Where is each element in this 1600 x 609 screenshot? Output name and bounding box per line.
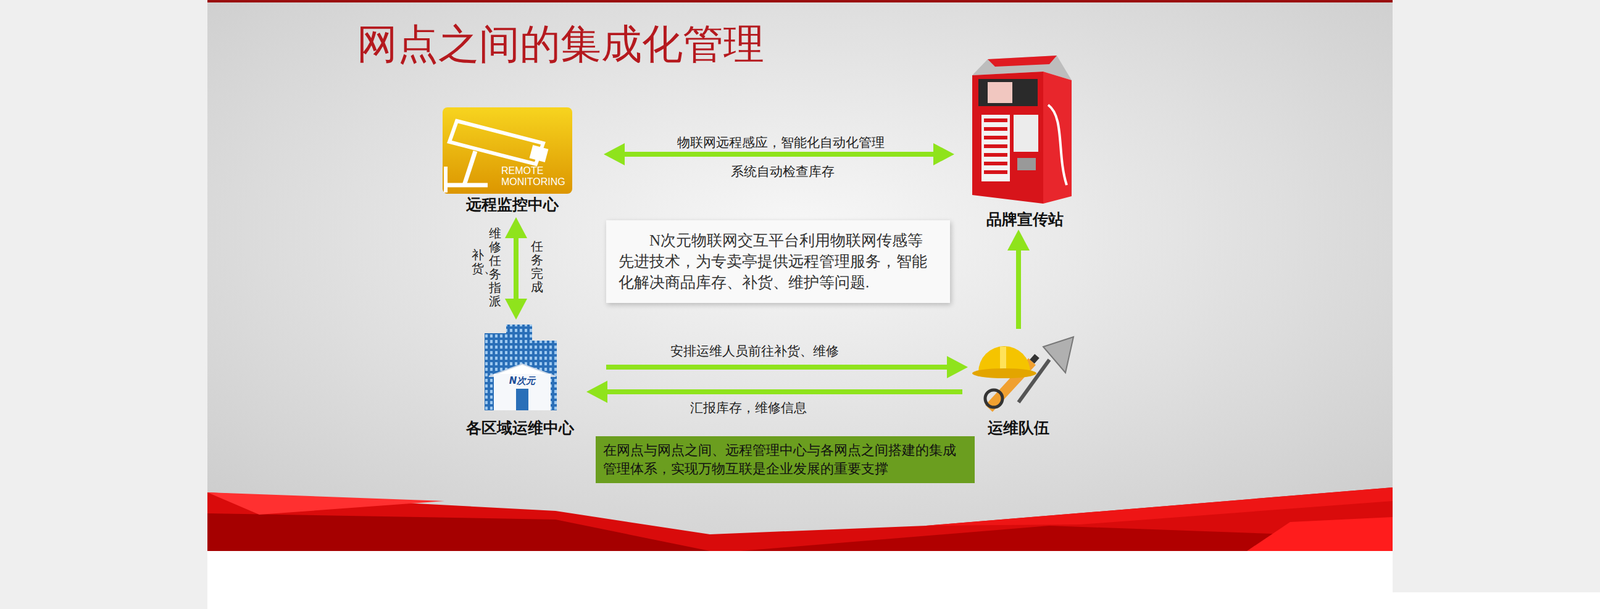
red-band-part xyxy=(207,492,445,515)
vending-machine xyxy=(972,55,1072,204)
node-label: 远程监控中心 xyxy=(432,196,593,214)
camera-icon-part xyxy=(464,151,476,186)
vending-machine-part-part xyxy=(983,118,1008,123)
vending-machine-part xyxy=(1043,71,1072,204)
ops-team-node: 运维队伍 xyxy=(969,330,1068,439)
camera-icon xyxy=(442,107,573,194)
vending-machine-part-part xyxy=(983,144,1008,149)
building-icon xyxy=(484,324,557,411)
edge-label: 安排运维人员前往补货、维修 xyxy=(670,342,839,360)
node-label: 品牌宣传站 xyxy=(962,211,1087,229)
arrow-head xyxy=(504,298,528,320)
vending-machine-part-part xyxy=(983,153,1008,157)
description-box: N次元物联网交互平台利用物联网传感等先进技术，为专卖亭提供远程管理服务，智能化解… xyxy=(606,220,950,304)
building-icon-part xyxy=(493,374,551,411)
camera-icon-part xyxy=(449,120,544,165)
edge-label: 任务完成 xyxy=(530,239,544,294)
box-text: N次元物联网交互平台利用物联网传感等先进技术，为专卖亭提供远程管理服务，智能化解… xyxy=(618,230,938,294)
edge-label: 汇报库存，维修信息 xyxy=(690,399,807,417)
vending-machine-part xyxy=(978,79,1038,107)
red-band-part xyxy=(207,487,1393,552)
monitoring-node: REMOTE MONITORING 远程监控中心 xyxy=(432,103,593,217)
vending-machine-part xyxy=(1017,158,1036,171)
vending-machine-part xyxy=(972,71,1044,204)
worker-icon-part xyxy=(1043,337,1074,373)
arrow-head xyxy=(933,143,955,166)
vending-machine-part xyxy=(983,118,1008,175)
red-band-part xyxy=(207,513,710,552)
vending-machine-part-part xyxy=(983,161,1008,166)
vending-machine-part-part xyxy=(983,127,1008,131)
camera-icon-part xyxy=(446,183,488,188)
worker-icon xyxy=(972,337,1074,409)
brand-station-node: 品牌宣传站 xyxy=(962,54,1087,230)
connector-arrow xyxy=(1007,229,1030,330)
connector-line xyxy=(606,389,963,395)
connector-arrow xyxy=(586,380,963,404)
edge-note: 补货、 xyxy=(471,248,484,276)
slide-ground xyxy=(207,0,1393,552)
red-band-part xyxy=(1246,517,1393,552)
connector-line xyxy=(606,364,949,370)
vending-machine-part xyxy=(981,114,1010,182)
connector-line xyxy=(623,151,935,157)
vending-machine-part-part xyxy=(983,170,1008,175)
logo-text: N次元 xyxy=(509,375,536,388)
arrow-head xyxy=(603,143,625,166)
camera-icon-part xyxy=(443,166,448,193)
red-band xyxy=(207,487,1393,552)
camera-icon-part xyxy=(442,107,573,194)
vending-machine-part-part xyxy=(983,135,1008,140)
connector-line xyxy=(513,237,519,300)
page-margin xyxy=(1392,592,1600,609)
connector-arrow xyxy=(606,356,968,379)
arrow-head xyxy=(946,356,968,379)
icon-caption: REMOTE MONITORING xyxy=(501,165,571,188)
arrow-head xyxy=(586,380,608,404)
arrow-head xyxy=(1007,229,1030,251)
worker-icon-part xyxy=(1000,346,1007,372)
worker-icon-part xyxy=(1018,359,1050,403)
edge-note: 系统自动检查库存 xyxy=(730,162,835,181)
worker-icon-part xyxy=(972,368,1037,379)
edge-note: 维修任务指派 xyxy=(488,226,502,309)
top-rule xyxy=(207,0,1393,3)
arrow-head xyxy=(504,217,528,239)
connector-arrow xyxy=(504,217,528,320)
connector-line xyxy=(1016,249,1021,330)
node-label: 各区域运维中心 xyxy=(456,419,584,438)
red-band-part xyxy=(925,487,1393,526)
vending-machine-part xyxy=(1048,104,1067,186)
edge-label: 物联网远程感应，智能化自动化管理 xyxy=(677,133,885,152)
vending-machine-part xyxy=(987,82,1013,104)
summary-box: 在网点与网点之间、远程管理中心与各网点之间搭建的集成管理体系，实现万物互联是企业… xyxy=(595,436,975,484)
box-text: 在网点与网点之间、远程管理中心与各网点之间搭建的集成管理体系，实现万物互联是企业… xyxy=(603,441,968,479)
building-icon-part xyxy=(516,388,529,411)
slide-margin xyxy=(207,551,1393,609)
node-label: 运维队伍 xyxy=(969,419,1068,438)
worker-icon-part xyxy=(985,390,1003,408)
worker-icon-part xyxy=(978,346,1031,373)
camera-icon-part xyxy=(529,145,549,163)
vending-machine-part xyxy=(987,55,1057,67)
worker-icon-part xyxy=(1032,356,1038,362)
vending-machine-part xyxy=(1013,114,1039,152)
slide-title: 网点之间的集成化管理 xyxy=(356,22,765,68)
